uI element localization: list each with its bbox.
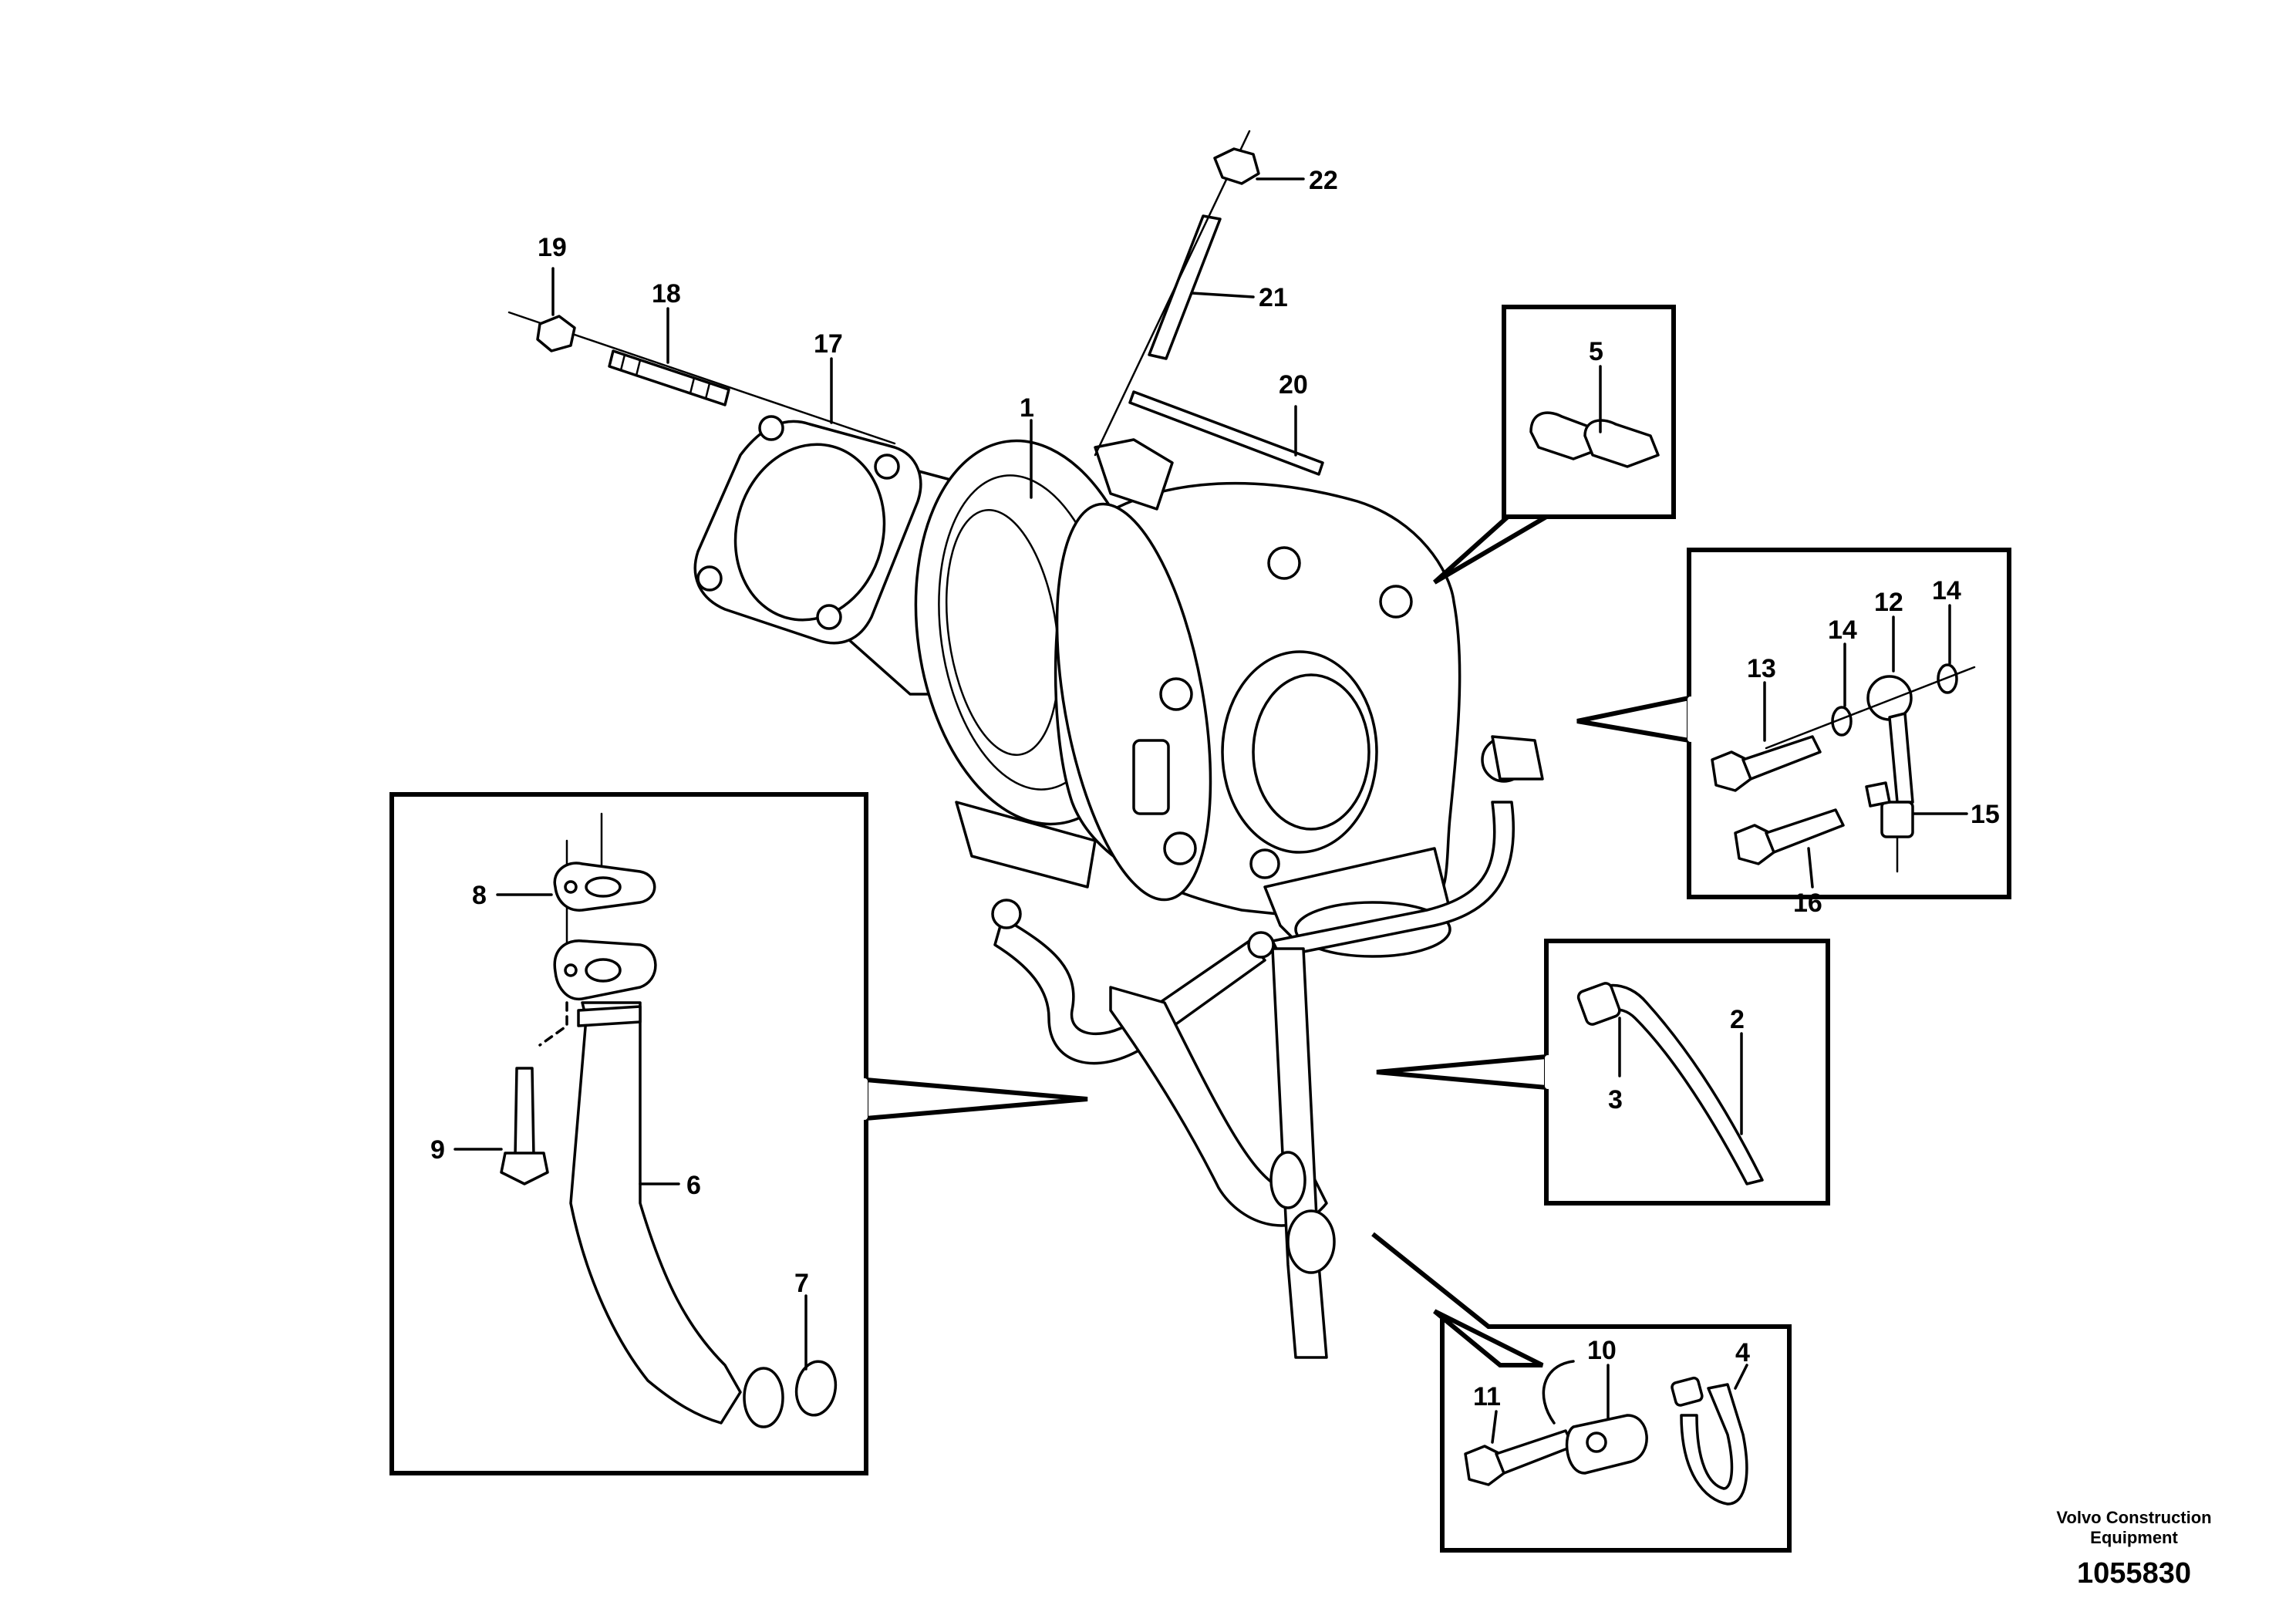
callout-1: 1 <box>1020 393 1034 423</box>
detail-box-4-10-11 <box>1371 1232 1792 1553</box>
gasket-20 <box>1128 390 1324 476</box>
detail-box-12-16 <box>1576 548 2011 899</box>
callout-5: 5 <box>1589 337 1603 366</box>
detail-box-2-3 <box>1376 939 1830 1206</box>
callout-18: 18 <box>652 279 681 309</box>
callout-8: 8 <box>472 881 487 910</box>
callout-14b: 14 <box>1932 576 1961 605</box>
callout-14a: 14 <box>1828 615 1857 645</box>
brand-line-1: Volvo Construction <box>2056 1508 2212 1527</box>
callout-15: 15 <box>1971 800 2000 829</box>
callout-13: 13 <box>1747 654 1776 683</box>
stud-21 <box>1094 130 1251 457</box>
oil-return-pipes <box>991 899 1336 1359</box>
callout-2: 2 <box>1730 1005 1745 1034</box>
detail-box-6-9 <box>389 792 1088 1475</box>
callout-22: 22 <box>1309 166 1338 195</box>
callout-9: 9 <box>430 1135 445 1165</box>
callout-12: 12 <box>1874 588 1903 617</box>
callout-19: 19 <box>538 233 567 262</box>
callout-21: 21 <box>1259 283 1288 312</box>
leader-lines <box>453 177 1968 1444</box>
nut-22 <box>1213 147 1260 185</box>
exhaust-flange-gasket <box>693 415 922 645</box>
callout-11: 11 <box>1473 1382 1501 1411</box>
turbocharger-assembly <box>839 438 1462 958</box>
callout-17: 17 <box>814 329 843 359</box>
drawing-footer: Volvo Construction Equipment 1055830 <box>2018 1508 2250 1591</box>
callout-16: 16 <box>1793 889 1822 918</box>
callout-6: 6 <box>686 1171 701 1200</box>
callout-10: 10 <box>1587 1336 1617 1365</box>
callout-20: 20 <box>1279 370 1308 400</box>
brand-line-2: Equipment <box>2090 1528 2178 1547</box>
callout-7: 7 <box>794 1269 809 1298</box>
callout-4: 4 <box>1735 1338 1750 1367</box>
detail-box-5 <box>1432 305 1676 585</box>
callout-labels: 1 2 3 4 5 6 7 8 9 10 11 12 13 14 14 15 1… <box>430 166 2000 1411</box>
stud-18 <box>608 349 730 406</box>
drawing-number: 1055830 <box>2077 1557 2191 1590</box>
callout-3: 3 <box>1608 1085 1623 1114</box>
